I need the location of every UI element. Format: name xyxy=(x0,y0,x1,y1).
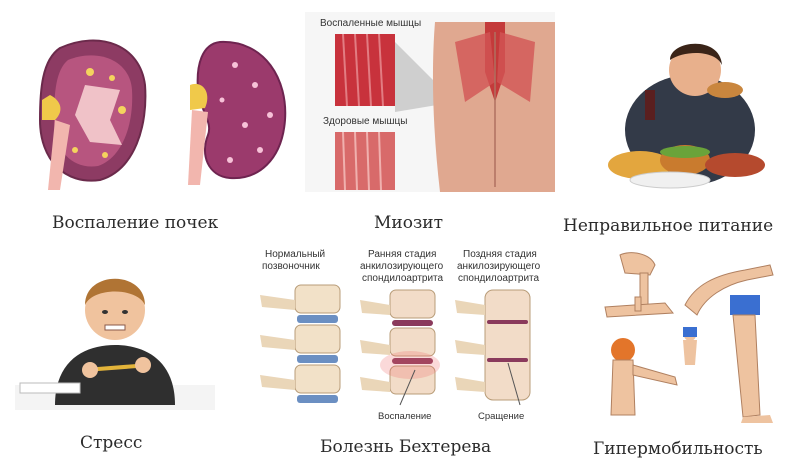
stress-illustration xyxy=(15,278,215,410)
kidney-illustration xyxy=(38,39,287,190)
elbow-hyperextension xyxy=(684,264,774,316)
back-torso xyxy=(432,22,555,192)
col2-label-1: Ранняя стадия xyxy=(368,249,436,260)
healthy-muscle-label: Здоровые мышцы xyxy=(323,116,407,127)
caption-stress: Стресс xyxy=(80,433,143,453)
knee-hyperextension xyxy=(730,295,773,423)
col1-label-1: Нормальный xyxy=(265,249,325,260)
person-head xyxy=(669,44,721,96)
col2-label-2: анкилозирующего xyxy=(360,261,444,272)
fusion-label: Сращение xyxy=(478,411,524,422)
caption-kidney-inflammation: Воспаление почек xyxy=(52,213,219,233)
col3-label-1: Поздняя стадия xyxy=(463,249,537,260)
myositis-illustration: Воспаленные мышцы Здоровые мышцы xyxy=(305,12,555,192)
caption-hypermobility: Гипермобильность xyxy=(593,439,763,459)
kidney-cross-section xyxy=(38,39,147,190)
food-pile xyxy=(608,145,765,189)
spine-normal xyxy=(260,284,341,403)
col3-label-3: спондилоартрита xyxy=(458,273,540,284)
hypermobility-illustration xyxy=(604,252,774,423)
col3-label-2: анкилозирующего xyxy=(457,261,541,272)
caption-myositis: Миозит xyxy=(374,213,443,233)
col2-label-3: спондилоартрита xyxy=(362,273,444,284)
standing-figure xyxy=(610,338,678,416)
child-body xyxy=(55,345,175,405)
inflamed-muscle-label: Воспаленные мышцы xyxy=(320,18,421,29)
kidney-whole xyxy=(188,40,287,185)
inflammation-label: Воспаление xyxy=(378,411,431,422)
col1-label-2: позвоночник xyxy=(262,261,320,272)
poor-nutrition-illustration xyxy=(608,43,765,189)
finger-hyperextension xyxy=(604,296,674,318)
burger-in-hand xyxy=(707,82,743,98)
caption-poor-nutrition: Неправильное питание xyxy=(563,216,774,236)
spine-early-stage xyxy=(360,289,440,395)
spine-illustration: Нормальный позвоночник Ранняя стадия анк… xyxy=(260,249,541,422)
caption-bechterew-disease: Болезнь Бехтерева xyxy=(320,437,492,457)
forward-bend-figure xyxy=(683,327,697,365)
spine-late-stage xyxy=(455,289,531,401)
child-head xyxy=(85,280,145,340)
